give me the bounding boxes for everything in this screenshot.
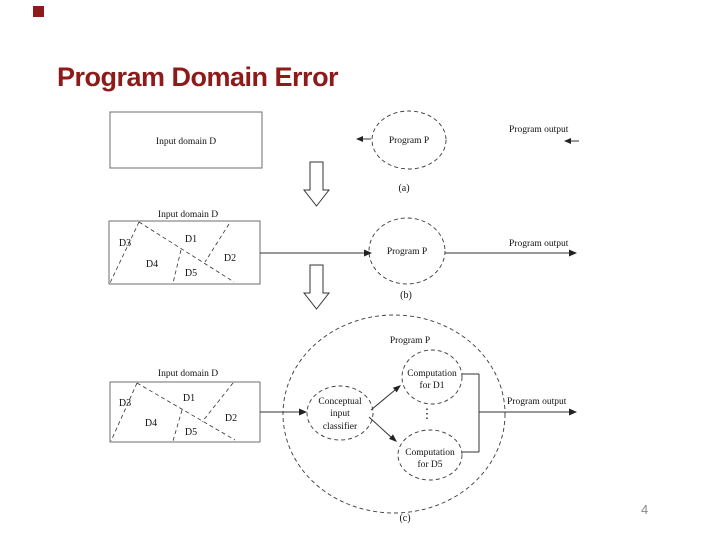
caption-c: (c) — [399, 513, 410, 524]
output-collector-lines — [462, 373, 480, 453]
input-domain-box-a — [109, 111, 263, 169]
region-d5-c: D5 — [185, 427, 197, 438]
region-d1-b: D1 — [185, 234, 197, 245]
vertical-ellipsis-icon: ⋮ — [421, 406, 434, 421]
region-d4-c: D4 — [145, 418, 157, 429]
diagram-c: Program P Input domain D D3 D1 D4 D5 D2 … — [109, 314, 577, 524]
output-arrow-c — [479, 408, 577, 416]
program-boundary-ellipse-c — [282, 314, 506, 514]
computation-d5-line-2: for D5 — [417, 459, 442, 470]
classifier-to-d5-arrow — [368, 416, 397, 442]
output-arrow-a — [564, 138, 579, 144]
classifier-line-1: Conceptual — [318, 397, 362, 407]
program-label-b: Program P — [387, 247, 427, 257]
input-domain-label-b: Input domain D — [158, 210, 218, 220]
region-d3-b: D3 — [119, 238, 131, 249]
caption-a: (a) — [398, 183, 409, 194]
input-arrow-a — [356, 136, 371, 142]
input-arrow-b — [260, 249, 372, 257]
program-label-a: Program P — [389, 136, 429, 146]
computation-d1-ellipse — [401, 349, 463, 405]
partition-lines-c — [110, 382, 236, 442]
input-domain-label-c: Input domain D — [158, 369, 218, 379]
program-ellipse-b — [368, 217, 446, 285]
input-domain-label-a: Input domain D — [156, 137, 216, 147]
program-output-label-c: Program output — [507, 397, 567, 407]
output-arrow-b — [445, 249, 577, 257]
diagram-b: Input domain D D3 D1 D4 D5 D2 Program P — [108, 210, 577, 310]
region-d3-c: D3 — [119, 398, 131, 409]
computation-d5-ellipse — [397, 429, 463, 481]
program-output-label-b: Program output — [509, 239, 569, 249]
region-d2-b: D2 — [224, 253, 236, 264]
input-arrow-c — [260, 408, 307, 416]
program-label-c: Program P — [390, 336, 430, 346]
region-d4-b: D4 — [146, 259, 158, 270]
classifier-ellipse — [306, 385, 374, 441]
caption-b: (b) — [400, 290, 412, 301]
diagram-a: Input domain D Program P Program output … — [109, 110, 579, 207]
computation-d1-line-1: Computation — [407, 369, 457, 379]
region-d2-c: D2 — [225, 413, 237, 424]
page-number: 4 — [641, 502, 649, 517]
computation-d1-line-2: for D1 — [419, 380, 444, 391]
partition-lines-b — [109, 221, 235, 284]
region-d1-c: D1 — [183, 393, 195, 404]
classifier-line-2: input — [330, 409, 350, 419]
accent-square-icon — [33, 6, 44, 17]
down-block-arrow-icon-1 — [302, 161, 331, 207]
classifier-to-d1-arrow — [370, 385, 401, 411]
program-ellipse-a — [371, 110, 447, 170]
computation-d5-line-1: Computation — [405, 448, 455, 458]
page-title: Program Domain Error — [57, 62, 339, 92]
classifier-line-3: classifier — [323, 421, 358, 432]
region-d5-b: D5 — [185, 268, 197, 279]
down-block-arrow-icon-2 — [302, 264, 331, 310]
program-output-label-a: Program output — [509, 125, 569, 135]
